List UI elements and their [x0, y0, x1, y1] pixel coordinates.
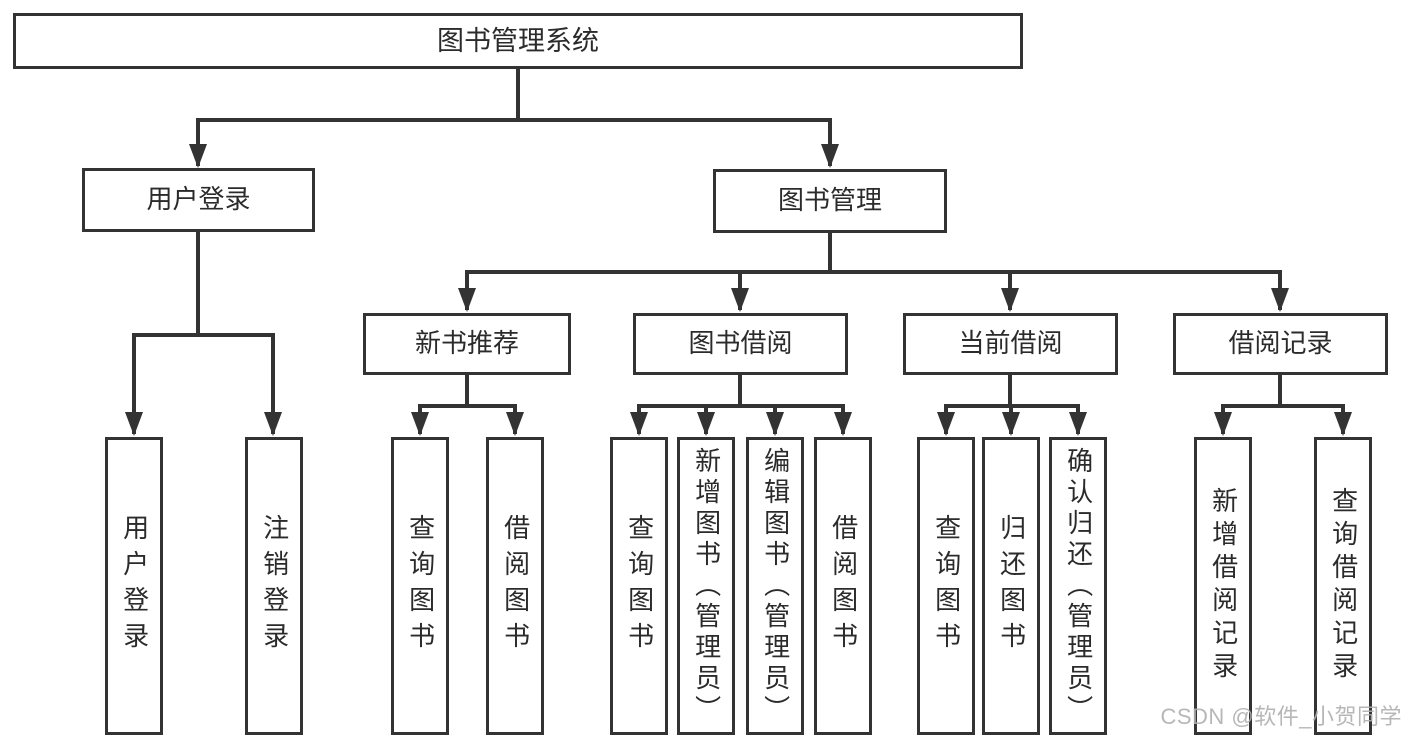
- node-root: 图书管理系统: [13, 13, 1023, 69]
- watermark: CSDN @软件_小贺同学: [1160, 704, 1402, 729]
- node-current-borrowing-label: 当前借阅: [958, 328, 1063, 359]
- node-user-login: 用户登录: [82, 168, 315, 232]
- leaf-borrow-book: 借阅图书: [814, 437, 872, 735]
- node-book-borrowing: 图书借阅: [633, 313, 848, 375]
- node-book-management: 图书管理: [713, 169, 947, 233]
- leaf-logout: 注销登录: [245, 437, 303, 735]
- leaf-record-query-label: 查询借阅记录: [1328, 487, 1359, 685]
- leaf-record-query: 查询借阅记录: [1314, 437, 1372, 735]
- leaf-newbook-query-label: 查询图书: [405, 514, 436, 658]
- leaf-newbook-borrow: 借阅图书: [486, 437, 544, 735]
- node-user-login-label: 用户登录: [146, 184, 251, 215]
- leaf-record-add: 新增借阅记录: [1194, 437, 1252, 735]
- node-borrow-records: 借阅记录: [1173, 313, 1388, 375]
- node-new-book-recommend: 新书推荐: [363, 313, 571, 375]
- leaf-borrow-query: 查询图书: [610, 437, 668, 735]
- leaf-borrow-edit-admin: 编辑图书（管理员）: [746, 437, 804, 735]
- leaf-user-login-label: 用户登录: [119, 514, 150, 658]
- leaf-borrow-query-label: 查询图书: [624, 514, 655, 658]
- node-book-borrowing-label: 图书借阅: [688, 328, 793, 359]
- leaf-newbook-borrow-label: 借阅图书: [500, 514, 531, 658]
- leaf-borrow-edit-admin-label: 编辑图书（管理员）: [760, 446, 791, 726]
- node-root-label: 图书管理系统: [437, 25, 599, 56]
- leaf-user-login: 用户登录: [105, 437, 163, 735]
- leaf-record-add-label: 新增借阅记录: [1208, 487, 1239, 685]
- leaf-current-query: 查询图书: [917, 437, 975, 735]
- leaf-borrow-book-label: 借阅图书: [828, 514, 859, 658]
- node-book-management-label: 图书管理: [777, 185, 882, 216]
- leaf-newbook-query: 查询图书: [391, 437, 449, 735]
- leaf-current-query-label: 查询图书: [931, 514, 962, 658]
- leaf-borrow-add-admin: 新增图书（管理员）: [677, 437, 735, 735]
- leaf-current-confirm-admin-label: 确认归还（管理员）: [1063, 446, 1094, 726]
- leaf-current-return-label: 归还图书: [996, 514, 1027, 658]
- node-new-book-recommend-label: 新书推荐: [414, 328, 519, 359]
- leaf-current-return: 归还图书: [982, 437, 1040, 735]
- node-current-borrowing: 当前借阅: [903, 313, 1118, 375]
- leaf-logout-label: 注销登录: [259, 514, 290, 658]
- leaf-current-confirm-admin: 确认归还（管理员）: [1049, 437, 1107, 735]
- leaf-borrow-add-admin-label: 新增图书（管理员）: [691, 446, 722, 726]
- node-borrow-records-label: 借阅记录: [1228, 328, 1333, 359]
